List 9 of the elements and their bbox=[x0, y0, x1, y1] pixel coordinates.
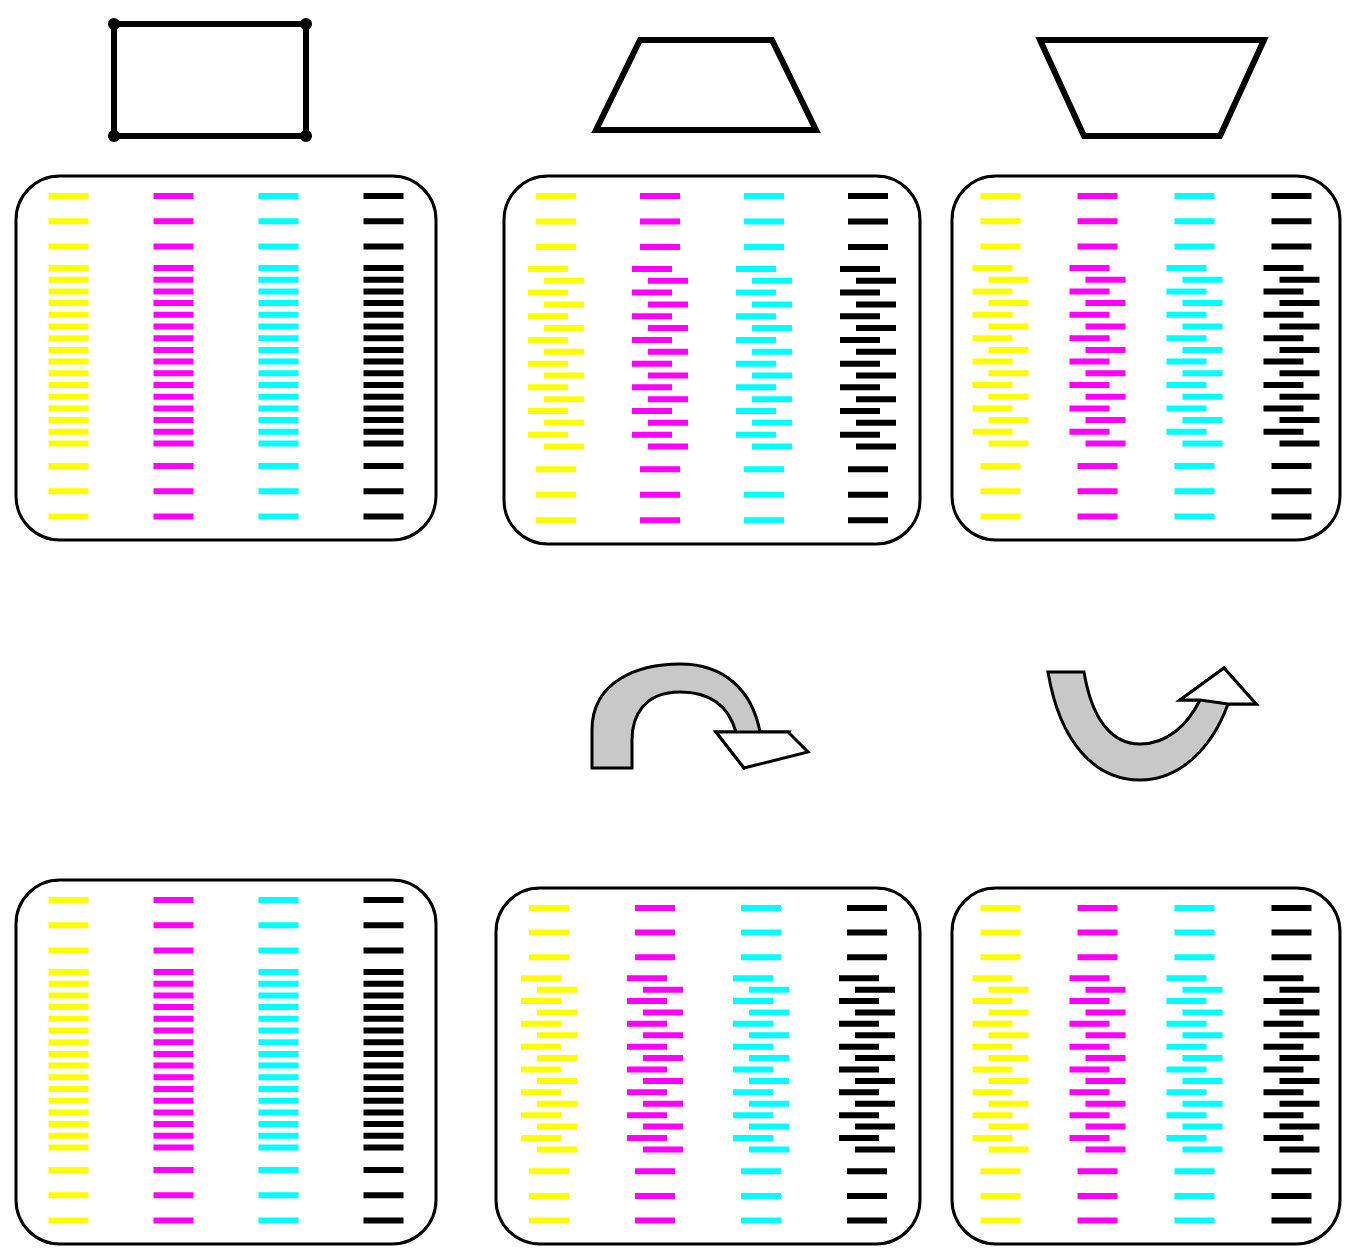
trapezoid-outline bbox=[591, 37, 821, 133]
alignment-pattern-panel bbox=[14, 174, 438, 542]
alignment-pattern-panel bbox=[494, 886, 922, 1246]
alignment-pattern-panel bbox=[950, 174, 1342, 542]
alignment-pattern-panel bbox=[502, 174, 922, 546]
inverted-trapezoid-outline bbox=[1035, 37, 1269, 139]
alignment-pattern-panel bbox=[14, 878, 438, 1246]
alignment-pattern-panel bbox=[950, 886, 1342, 1246]
rectangle-outline bbox=[108, 18, 312, 142]
